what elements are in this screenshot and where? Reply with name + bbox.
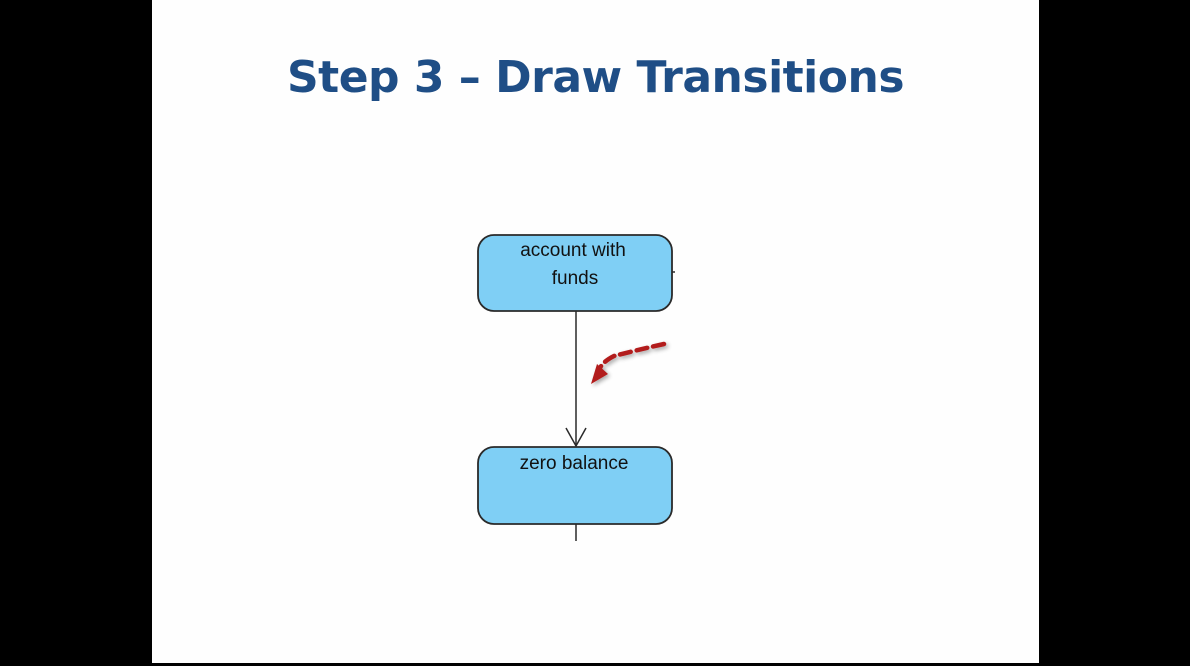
state-account-with-funds: account with funds: [477, 234, 675, 312]
state-label-line-2: funds: [552, 268, 598, 289]
state-zero-balance: zero balance: [477, 446, 673, 525]
arrowhead-icon: [565, 427, 587, 448]
transition-arrow: [565, 311, 587, 448]
state-label-line-1: account with: [520, 240, 626, 261]
state-box: [477, 234, 673, 312]
slide-title: Step 3 – Draw Transitions: [286, 52, 905, 103]
state-diagram: account with funds zero balance: [477, 234, 675, 541]
state-label-line-1: zero balance: [520, 453, 629, 474]
presentation-slide: Step 3 – Draw Transitions account with f…: [152, 0, 1039, 663]
state-box: [477, 446, 673, 525]
dashed-curved-pointer-arrow-icon: [591, 341, 667, 384]
